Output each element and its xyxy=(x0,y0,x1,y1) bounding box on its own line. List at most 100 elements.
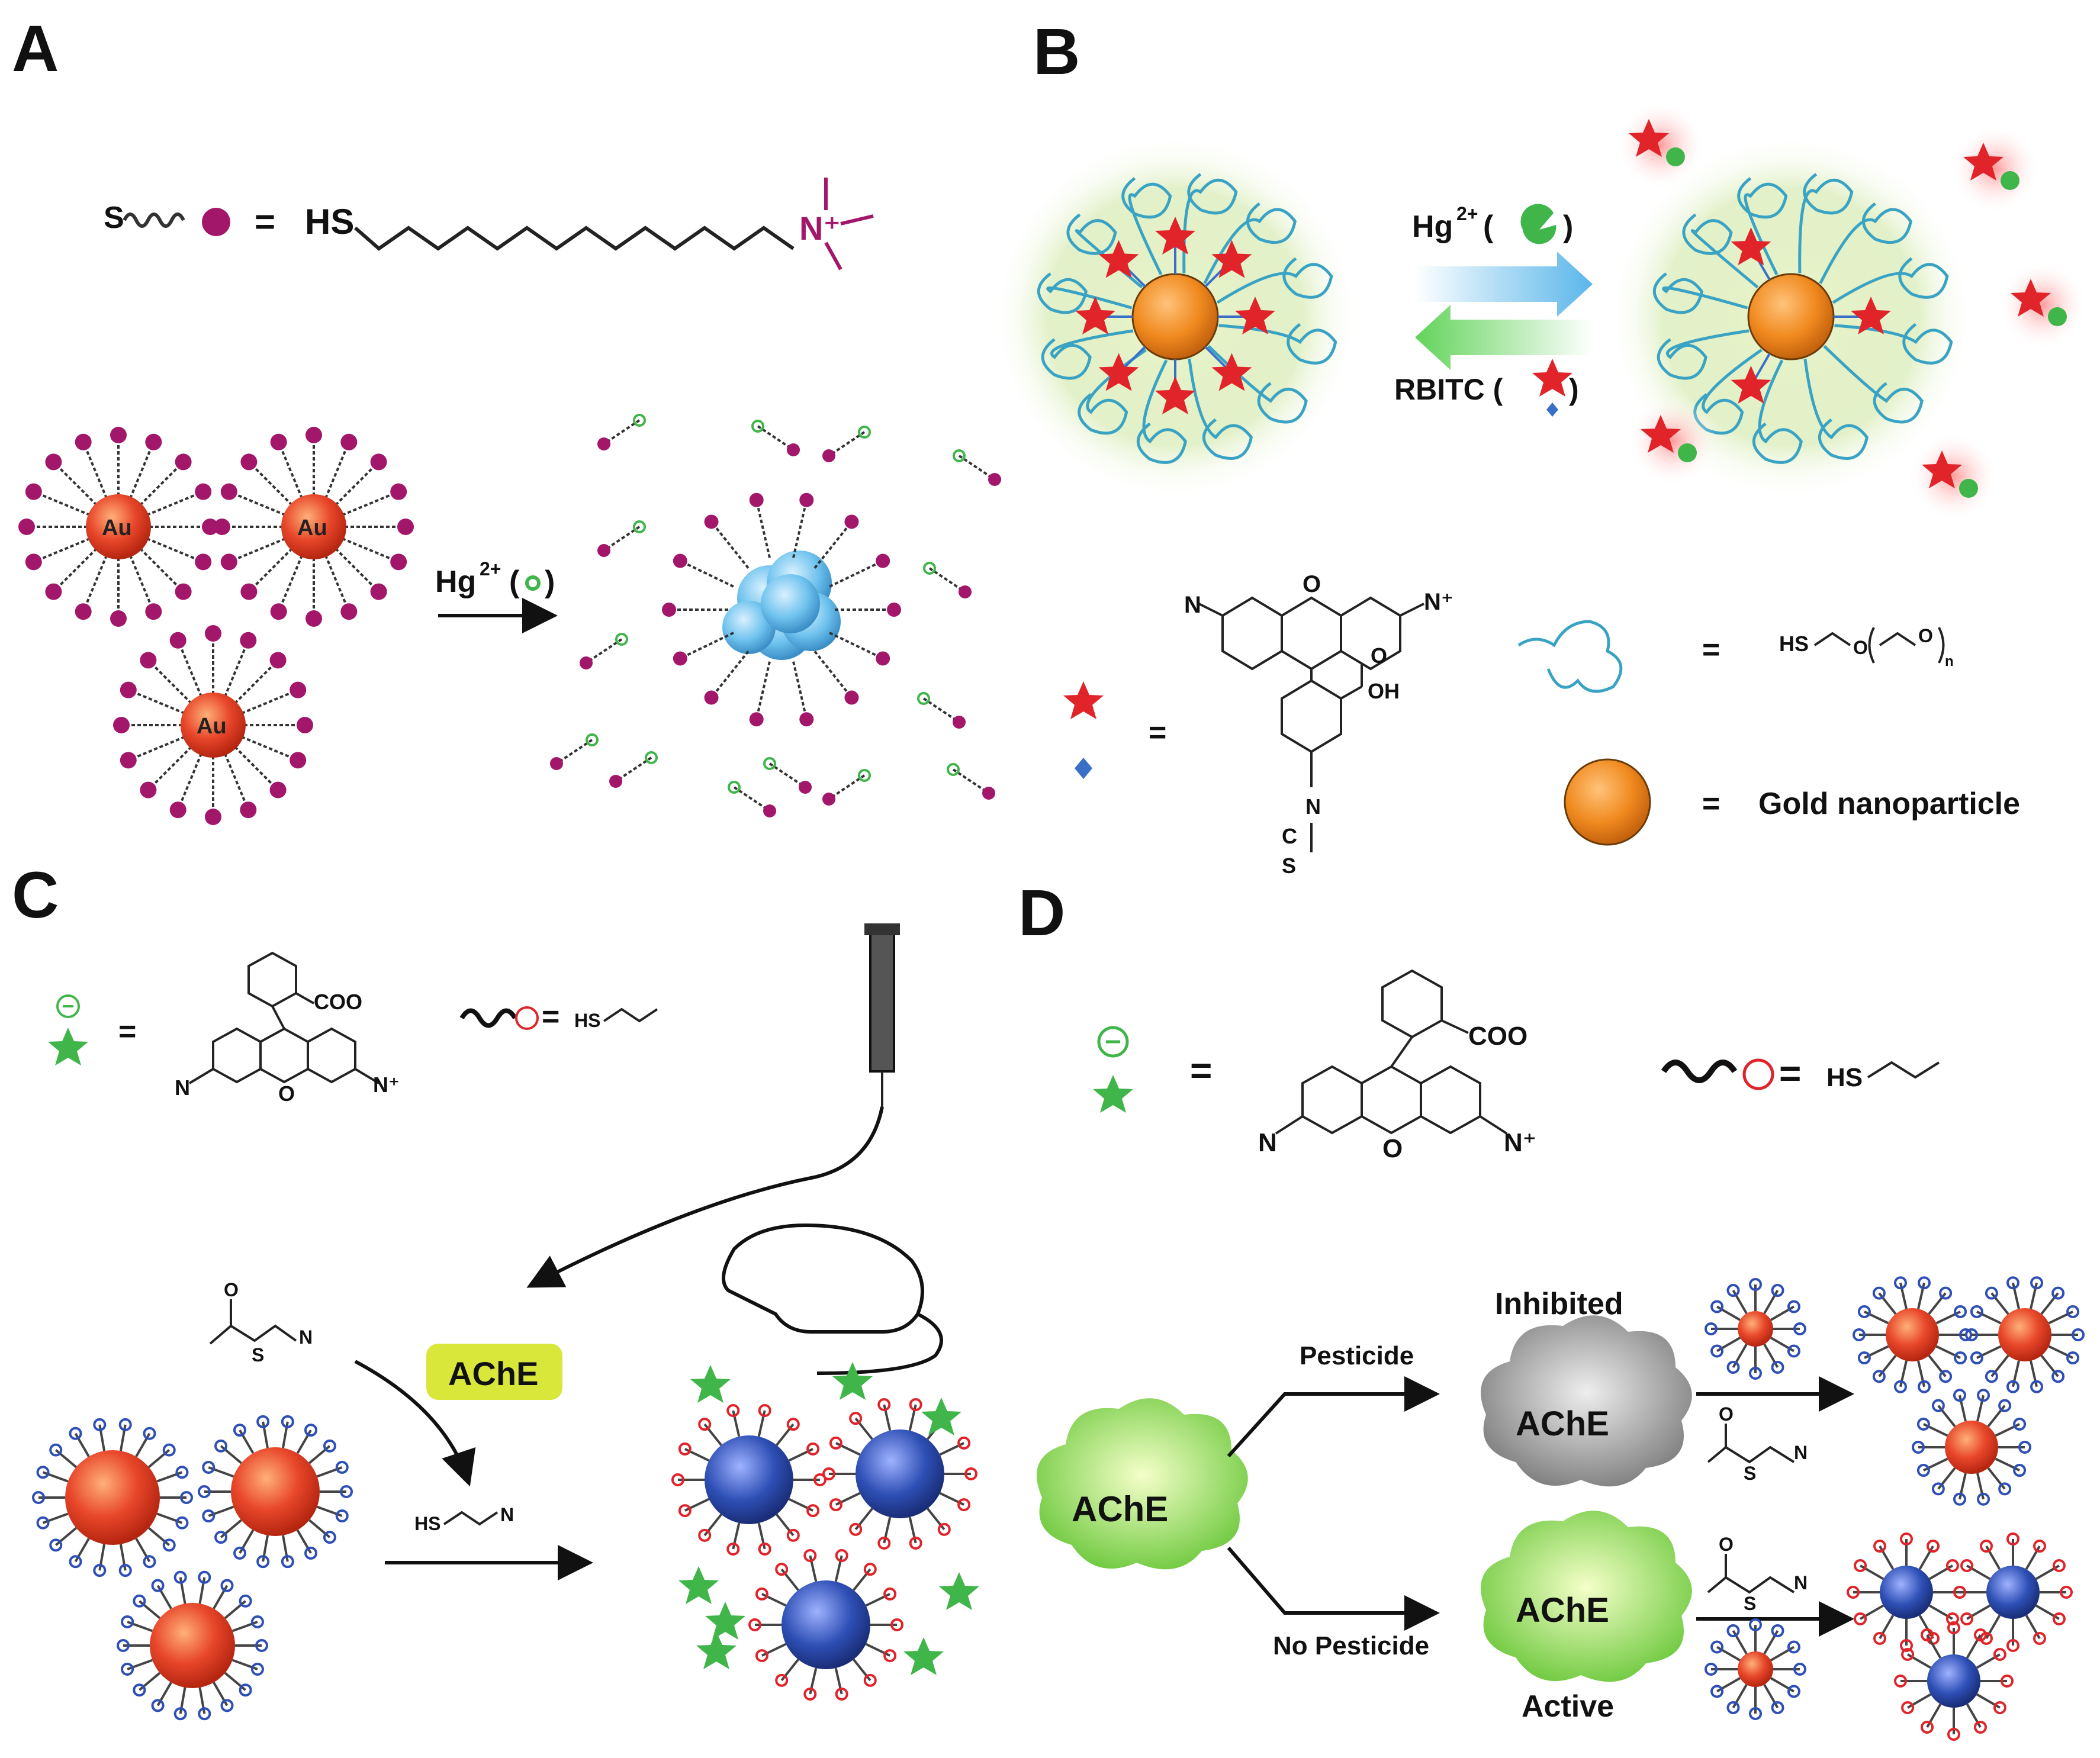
charge-mark xyxy=(1901,1701,1915,1714)
charge-mark xyxy=(2013,1417,2027,1431)
c-blue-nanoparticles xyxy=(671,1362,979,1701)
charge-mark xyxy=(1710,1640,1724,1654)
ligand-head xyxy=(290,681,307,698)
ligand-head xyxy=(110,610,127,627)
ligand-head xyxy=(240,583,258,600)
charge-mark xyxy=(877,1536,891,1550)
bound-ligand xyxy=(792,500,808,558)
ligand-chain xyxy=(241,688,298,714)
charge-mark xyxy=(214,1531,228,1544)
au-core xyxy=(86,494,151,559)
panel-d: D = COO N N⁺ O = HS xyxy=(1018,877,2085,1741)
quenched-nanoparticle xyxy=(1037,173,1337,464)
peg-chain xyxy=(1037,272,1133,314)
d-sub-top-n: N xyxy=(1794,1442,1808,1463)
b-legend-equals: = xyxy=(1149,716,1166,750)
ligand-head xyxy=(297,717,313,733)
charge-mark xyxy=(2051,1286,2065,1300)
charge-mark xyxy=(304,1546,317,1560)
syringe-icon xyxy=(864,923,900,1107)
ligand-head xyxy=(597,437,610,450)
peg-n: n xyxy=(1945,653,1954,669)
charge-mark xyxy=(1726,1624,1740,1638)
charge-mark xyxy=(1710,1344,1724,1358)
ligand-chain xyxy=(129,442,155,499)
peg-chain xyxy=(1834,323,1953,365)
ligand-head xyxy=(953,716,966,729)
charge-mark xyxy=(220,1699,234,1712)
charge-mark xyxy=(863,1563,877,1576)
fluorescence-glow xyxy=(1616,101,1705,189)
d-ache-cloud-shape xyxy=(1037,1398,1248,1570)
nanoparticle xyxy=(1705,1278,1806,1380)
hg-bound-icon xyxy=(763,757,776,770)
ligand-head xyxy=(75,603,92,620)
hg-ion-icon xyxy=(525,575,541,591)
ligand-head xyxy=(240,632,257,649)
charge-mark xyxy=(133,1594,146,1608)
b-hg-label: Hg xyxy=(1412,210,1453,244)
ligand-head xyxy=(269,652,287,669)
c-product-hs: HS xyxy=(414,1513,440,1534)
charge-mark xyxy=(1771,1701,1784,1714)
ligand-chain xyxy=(241,736,298,762)
charge-mark xyxy=(1931,1399,1945,1412)
charge-mark xyxy=(1998,1482,2012,1496)
d-n-left: N xyxy=(1258,1128,1277,1157)
charge-mark xyxy=(877,1398,891,1412)
charge-mark xyxy=(121,1615,134,1628)
ligand-head xyxy=(982,787,995,800)
ligand-wavy-chain xyxy=(123,212,185,228)
charge-mark xyxy=(1787,1300,1800,1313)
ligand-chain xyxy=(229,490,286,516)
free-ligand xyxy=(928,567,966,593)
ligand-head xyxy=(844,690,859,705)
charge-mark xyxy=(117,1639,130,1652)
charge-mark xyxy=(175,1466,189,1479)
charge-mark xyxy=(835,1687,848,1701)
hg-bound-icon xyxy=(633,520,646,533)
charge-mark xyxy=(1749,1618,1762,1631)
charge-mark xyxy=(162,1538,176,1552)
charge-mark xyxy=(2006,1276,2019,1290)
xanthene-core xyxy=(1198,596,1424,852)
nanoparticle xyxy=(117,1570,268,1721)
peg-chain xyxy=(1752,359,1803,464)
hg-bound-icon xyxy=(728,781,741,794)
cluster-sphere xyxy=(722,601,776,654)
peg-chain xyxy=(1682,213,1759,289)
au-core xyxy=(181,693,246,758)
ligand-chain xyxy=(324,442,350,499)
c-coo: COO xyxy=(314,990,362,1014)
ligand-head xyxy=(240,453,258,471)
ligand-s-atom: S xyxy=(104,201,124,235)
rbitc-structure: = N N⁺ O O OH N C S xyxy=(1063,571,1453,878)
au-nanoparticle: Au xyxy=(214,427,414,627)
charge-mark xyxy=(1974,1628,1987,1642)
ligand-head xyxy=(844,514,859,529)
peg-chain xyxy=(1798,173,1854,273)
ligand-chain xyxy=(224,753,250,810)
charge-mark xyxy=(1710,1300,1724,1313)
charge-mark xyxy=(2052,1612,2066,1625)
ligand-head xyxy=(822,793,835,806)
peg-o2: O xyxy=(1918,625,1933,646)
charge-mark xyxy=(1872,1370,1886,1383)
d-active-cloud-shape xyxy=(1481,1511,1692,1682)
charge-mark xyxy=(1954,1351,1967,1365)
ammonium-methyl-3 xyxy=(824,242,842,271)
nanoparticle xyxy=(1965,1276,2085,1393)
charge-mark xyxy=(304,1424,317,1437)
ligand-head xyxy=(25,553,42,571)
charge-mark xyxy=(726,1404,740,1418)
fluorescence-glow xyxy=(1951,124,2040,213)
charge-mark xyxy=(964,1467,977,1480)
charge-mark xyxy=(678,1442,692,1456)
charge-mark xyxy=(1953,1492,1966,1506)
ligand-head xyxy=(175,583,192,600)
released-ligands xyxy=(550,414,1001,817)
charge-mark xyxy=(151,1699,165,1712)
charge-mark xyxy=(1749,1707,1762,1720)
bound-ligand xyxy=(813,521,853,569)
